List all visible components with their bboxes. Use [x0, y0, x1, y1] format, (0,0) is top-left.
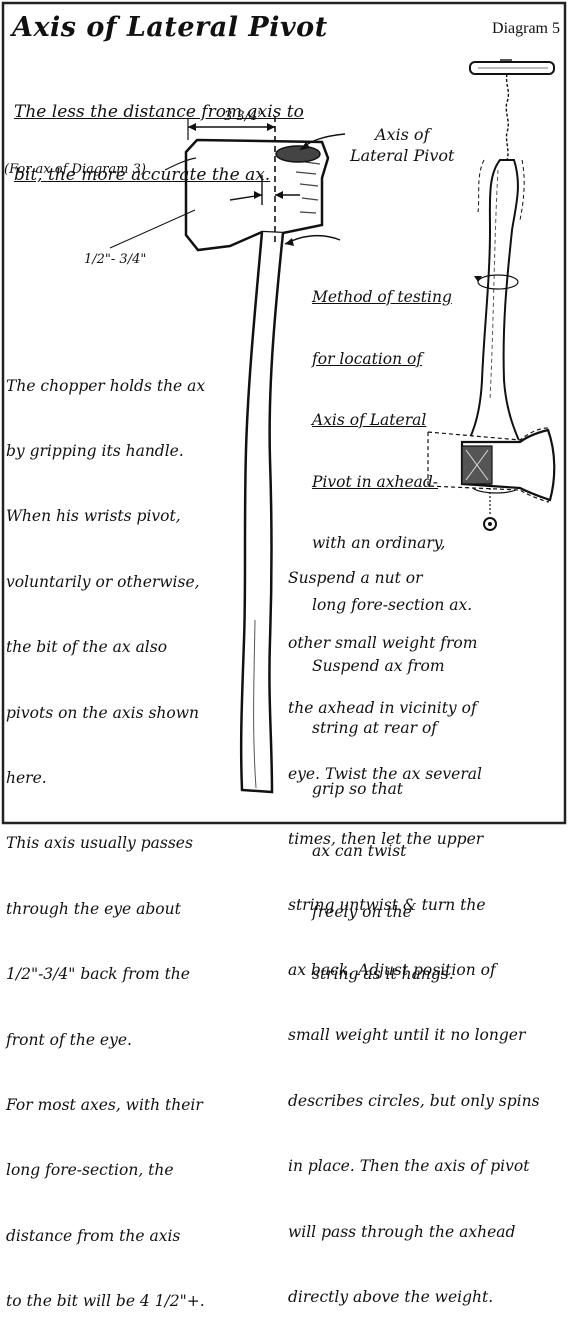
- subtitle: The less the distance from axis to bit, …: [14, 60, 304, 207]
- left-line: through the eye about: [6, 899, 181, 918]
- page-title: Axis of Lateral Pivot: [12, 12, 328, 43]
- left-paragraph: The chopper holds the ax by gripping its…: [6, 332, 205, 1335]
- twisted-string: [505, 73, 510, 161]
- left-line: This axis usually passes: [6, 834, 193, 853]
- left-line: to the bit will be 4 1/2"+.: [6, 1292, 205, 1311]
- method-line: string at rear of: [312, 718, 438, 737]
- left-line: distance from the axis: [6, 1226, 181, 1245]
- weight-string: [483, 484, 497, 531]
- subtitle-line: The less the distance from axis to: [14, 102, 304, 122]
- eye-offset-arrows: [109, 175, 300, 249]
- right-line: times, then let the upper: [288, 830, 484, 849]
- right-line: Suspend a nut or: [288, 568, 423, 587]
- right-line: describes circles, but only spins: [288, 1091, 540, 1110]
- ax-handle-right: [462, 159, 526, 454]
- diagram-reference-label: (For ax of Diagram 3): [4, 162, 146, 177]
- left-line: The chopper holds the ax: [6, 376, 206, 395]
- left-line: long fore-section, the: [6, 1161, 174, 1180]
- method-line: Method of testing: [312, 288, 452, 306]
- right-line: the axhead in vicinity of: [288, 699, 477, 718]
- method-line: Suspend ax from: [312, 657, 445, 675]
- method-arrow: [284, 234, 341, 246]
- width-dimension-label: 3 3/4": [224, 109, 264, 124]
- diagram-illustration: [1, 1, 567, 825]
- left-line: front of the eye.: [6, 1030, 132, 1049]
- left-line: here.: [6, 768, 47, 787]
- left-line: voluntarily or otherwise,: [6, 572, 200, 591]
- left-line: When his wrists pivot,: [6, 507, 181, 526]
- subtitle-line: bit, the more accurate the ax.: [14, 165, 271, 185]
- left-line: 1/2"-3/4" back from the: [6, 965, 190, 984]
- width-dimension-line: [187, 118, 275, 140]
- axis-of-lateral-pivot-label: Axis of Lateral Pivot: [350, 125, 455, 165]
- right-line: eye. Twist the ax several: [288, 764, 482, 783]
- ax-handle-left: [239, 231, 285, 794]
- method-line: for location of: [312, 349, 423, 368]
- right-line: will pass through the axhead: [288, 1222, 516, 1241]
- ax-eye: [275, 145, 321, 163]
- left-line: by gripping its handle.: [6, 441, 184, 460]
- right-paragraph: Suspend a nut or other small weight from…: [288, 524, 540, 1330]
- suspension-rod: [469, 59, 555, 75]
- method-line: Axis of Lateral: [312, 411, 427, 429]
- diagram-ref-arrow: [164, 157, 197, 171]
- axis-label-arrow: [299, 133, 346, 151]
- right-line: in place. Then the axis of pivot: [288, 1157, 530, 1176]
- right-line: ax back. Adjust position of: [288, 960, 496, 979]
- page-border: [1, 1, 567, 825]
- eye-offset-label: 1/2"- 3/4": [84, 252, 147, 267]
- right-line: string untwist & turn the: [288, 895, 486, 914]
- diagram-number: Diagram 5: [492, 20, 560, 37]
- right-line: directly above the weight.: [288, 1287, 494, 1306]
- right-line: small weight until it no longer: [288, 1026, 526, 1045]
- left-line: pivots on the axis shown: [6, 703, 199, 722]
- method-line: with an ordinary,: [312, 534, 446, 552]
- left-line: the bit of the ax also: [6, 638, 168, 657]
- method-line: grip so that: [312, 780, 404, 798]
- left-line: For most axes, with their: [6, 1095, 203, 1114]
- right-line: other small weight from: [288, 633, 478, 652]
- method-line: Pivot in axhead-: [312, 472, 439, 491]
- ax-head-right: [427, 427, 556, 503]
- method-line: long fore-section ax.: [312, 595, 473, 614]
